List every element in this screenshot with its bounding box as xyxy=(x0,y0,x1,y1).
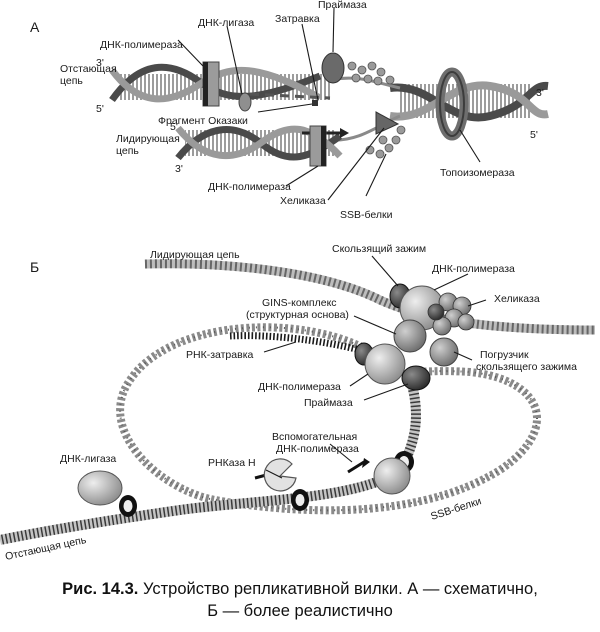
panel-a-diagram xyxy=(109,7,549,201)
okazaki-dashes xyxy=(249,92,331,100)
a-ssb-label: SSB-белки xyxy=(340,209,393,221)
leading-strand-dna xyxy=(144,259,596,335)
helicase-shape xyxy=(375,111,400,135)
b-rnase-label: РНКаза Н xyxy=(208,457,256,469)
a-lagging-label-1: Отстающая xyxy=(60,63,117,75)
caption-ref: Рис. 14.3. xyxy=(62,580,139,598)
b-gins-label-2: (структурная основа) xyxy=(246,309,349,321)
a-end5-top: 5' xyxy=(96,103,104,115)
primase-ball xyxy=(401,365,431,391)
b-leading-label: Лидирующая цепь xyxy=(150,249,240,261)
a-leading-label-1: Лидирующая xyxy=(116,133,180,145)
a-lagging-label-2: цепь xyxy=(60,75,83,87)
b-clamp-loader-label-1: Погрузчик xyxy=(480,349,529,361)
a-topoisomerase-label: Топоизомераза xyxy=(440,167,515,179)
lagging-loop xyxy=(116,323,541,515)
leading-arrow-head xyxy=(340,128,349,138)
b-aux-polymerase-label-1: Вспомогательная xyxy=(272,431,357,443)
clamp-loader-ball xyxy=(429,337,459,367)
primer-shape xyxy=(312,100,318,106)
b-ligase-label: ДНК-лигаза xyxy=(60,453,116,465)
a-primase-label: Праймаза xyxy=(318,0,367,11)
b-rna-primer-label: РНК-затравка xyxy=(186,349,254,361)
figure-caption: Рис. 14.3. Устройство репликативной вилк… xyxy=(0,578,600,622)
a-okazaki-label: Фрагмент Оказаки xyxy=(158,115,248,127)
a-end5-right: 5' xyxy=(530,129,538,141)
parental-strand-a xyxy=(389,81,549,122)
b-polymerase-top-label: ДНК-полимераза xyxy=(432,263,515,275)
b-gins-label-1: GINS-комплекс xyxy=(262,297,337,309)
a-helicase-label: Хеликаза xyxy=(280,195,326,207)
lagging-strand-dna xyxy=(0,376,421,545)
a-polymerase-bottom-label: ДНК-полимераза xyxy=(208,181,291,193)
panel-a-letter: А xyxy=(30,19,40,35)
caption-line-2: Б — более реалистично xyxy=(207,602,393,620)
gins-ball xyxy=(393,319,427,353)
helicase-cluster xyxy=(427,292,475,336)
b-helicase-label: Хеликаза xyxy=(494,293,540,305)
a-end3-right: 3' xyxy=(536,87,544,99)
ligase-shape xyxy=(238,92,252,112)
b-clamp-loader-label-2: скользящего зажима xyxy=(476,361,577,373)
b-aux-polymerase-label-2: ДНК-полимераза xyxy=(276,443,359,455)
rnase-shape xyxy=(263,458,297,492)
b-primase-label: Праймаза xyxy=(304,397,353,409)
a-end3-top: 3' xyxy=(96,57,104,69)
panel-b-letter: Б xyxy=(30,259,39,275)
parental-strand-b xyxy=(389,81,549,121)
rna-primer-ladder xyxy=(229,332,361,354)
upper-strand-b xyxy=(109,66,322,103)
a-ligase-label: ДНК-лигаза xyxy=(198,17,254,29)
a-end3-mid: 3' xyxy=(175,163,183,175)
b-sliding-clamp-label: Скользящий зажим xyxy=(332,243,426,255)
polymerase-mid-ball xyxy=(364,343,406,385)
caption-line-1: Устройство репликативной вилки. А — схем… xyxy=(138,580,538,598)
a-leading-label-2: цепь xyxy=(116,145,139,157)
panel-b-diagram xyxy=(0,255,596,545)
b-polymerase-mid-label: ДНК-полимераза xyxy=(258,381,341,393)
a-polymerase-top-label: ДНК-полимераза xyxy=(100,39,183,51)
primase-shape xyxy=(321,52,345,84)
ssb-beads xyxy=(347,61,406,159)
ligase-ball xyxy=(77,470,123,506)
a-end5-mid: 5' xyxy=(170,121,178,133)
aux-polymerase-ball xyxy=(373,457,411,495)
a-primer-label: Затравка xyxy=(275,13,320,25)
